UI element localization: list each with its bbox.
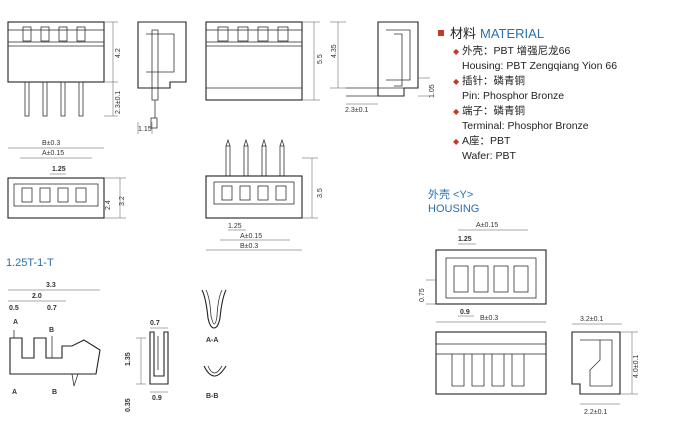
dim-1-25-b: 1.25: [228, 223, 242, 230]
bullet-glyph: ◆: [453, 77, 460, 86]
pin-cn: 插针：磷青铜: [462, 74, 525, 87]
dim-2-3-b: 2.3±0.1: [345, 107, 368, 114]
bullet-glyph: ◆: [453, 47, 460, 56]
dim-h-3-2: 3.2±0.1: [580, 316, 603, 323]
dim-a-0-15-b: A±0.15: [240, 233, 262, 240]
housing-y-front-view: [435, 331, 547, 395]
dim-0-35: 0.35: [125, 398, 132, 412]
wafer-cn: A座：PBT: [462, 134, 511, 147]
housing-y-side-view: 3.2±0.1 4.0±0.1 2.2±0.1: [571, 316, 640, 416]
housing-front-view: 5.5: [205, 21, 324, 101]
section-views: A-A B-B: [201, 289, 227, 400]
wafer-side-view: 1.15: [137, 21, 187, 134]
material-title-cn: 材料: [450, 26, 476, 41]
material-title-en: MATERIAL: [480, 26, 544, 41]
wafer-top-view: B±0.3 A±0.15 1.25 2.4 3.2: [7, 140, 126, 219]
dim-2-0: 2.0: [32, 293, 42, 300]
terminal-label: 1.25T-1-T: [6, 257, 54, 269]
label-b-top: B: [49, 327, 54, 334]
dim-0-9-c: 0.9: [152, 395, 162, 402]
section-a-a: A-A: [206, 337, 218, 344]
dim-b-0-3-b: B±0.3: [240, 243, 258, 250]
dim-1-05: 1.05: [429, 84, 436, 98]
dim-1-15: 1.15: [138, 126, 152, 133]
dim-3-5: 3.5: [317, 188, 324, 198]
dim-3-2: 3.2: [119, 196, 126, 206]
housing-pins-view: 3.5 1.25 A±0.15 B±0.3: [205, 138, 324, 251]
terminal-front-view: 0.7 1.35 0.35 0.9: [125, 320, 169, 412]
dim-h-2-2: 2.2±0.1: [584, 409, 607, 416]
label-a-top: A: [13, 319, 18, 326]
dim-2-4: 2.4: [105, 200, 112, 210]
housing-cn: 外壳：PBT 增强尼龙66: [462, 44, 570, 57]
bullet-glyph: ◆: [453, 137, 460, 146]
dim-5-5: 5.5: [317, 54, 324, 64]
dim-h-0-9: 0.9: [460, 309, 470, 316]
wafer-en: Wafer: PBT: [462, 150, 516, 162]
dim-1-35: 1.35: [125, 352, 132, 366]
wafer-front-view: 4.2 2.3±0.1: [7, 21, 122, 117]
dim-b-0-3: B±0.3: [42, 140, 60, 147]
material-block: 材料 MATERIAL ◆ 外壳：PBT 增强尼龙66 Housing: PBT…: [438, 26, 617, 162]
terminal-side-view: 3.3 2.0 0.5 0.7 A B A B: [8, 282, 101, 396]
dim-4-35: 4.35: [331, 44, 338, 58]
label-a-bottom: A: [12, 389, 17, 396]
dim-0-7-c: 0.7: [150, 320, 160, 327]
section-b-b: B-B: [206, 393, 218, 400]
dim-1-25: 1.25: [52, 166, 66, 173]
dim-0-5: 0.5: [9, 305, 19, 312]
dim-2-3: 2.3±0.1: [115, 91, 122, 114]
housing-y-top-view: A±0.15 1.25 0.75 0.9 B±0.3: [419, 222, 547, 323]
dim-h-0-75: 0.75: [419, 288, 426, 302]
terminal-en: Terminal: Phosphor Bronze: [462, 120, 589, 132]
housing-side-view: 4.35 1.05 2.3±0.1: [330, 21, 436, 114]
pin-en: Pin: Phosphor Bronze: [462, 90, 564, 102]
dim-h-1-25: 1.25: [458, 236, 472, 243]
housing-en: Housing: PBT Zengqiang Yion 66: [462, 60, 617, 72]
label-b-bottom: B: [52, 389, 57, 396]
terminal-cn: 端子：磷青铜: [462, 104, 525, 117]
dim-h-a-0-15: A±0.15: [476, 222, 498, 229]
housing-y-title-cn: 外壳 <Y>: [428, 187, 473, 201]
dim-h-4-0: 4.0±0.1: [633, 355, 640, 378]
dim-a-0-15: A±0.15: [42, 150, 64, 157]
material-bullet: [438, 30, 444, 36]
dim-0-7: 0.7: [47, 305, 57, 312]
dim-3-3: 3.3: [46, 282, 56, 289]
bullet-glyph: ◆: [453, 107, 460, 116]
dim-4-2: 4.2: [115, 48, 122, 58]
dim-h-b-0-3: B±0.3: [480, 315, 498, 322]
housing-y-title-en: HOUSING: [428, 203, 479, 215]
